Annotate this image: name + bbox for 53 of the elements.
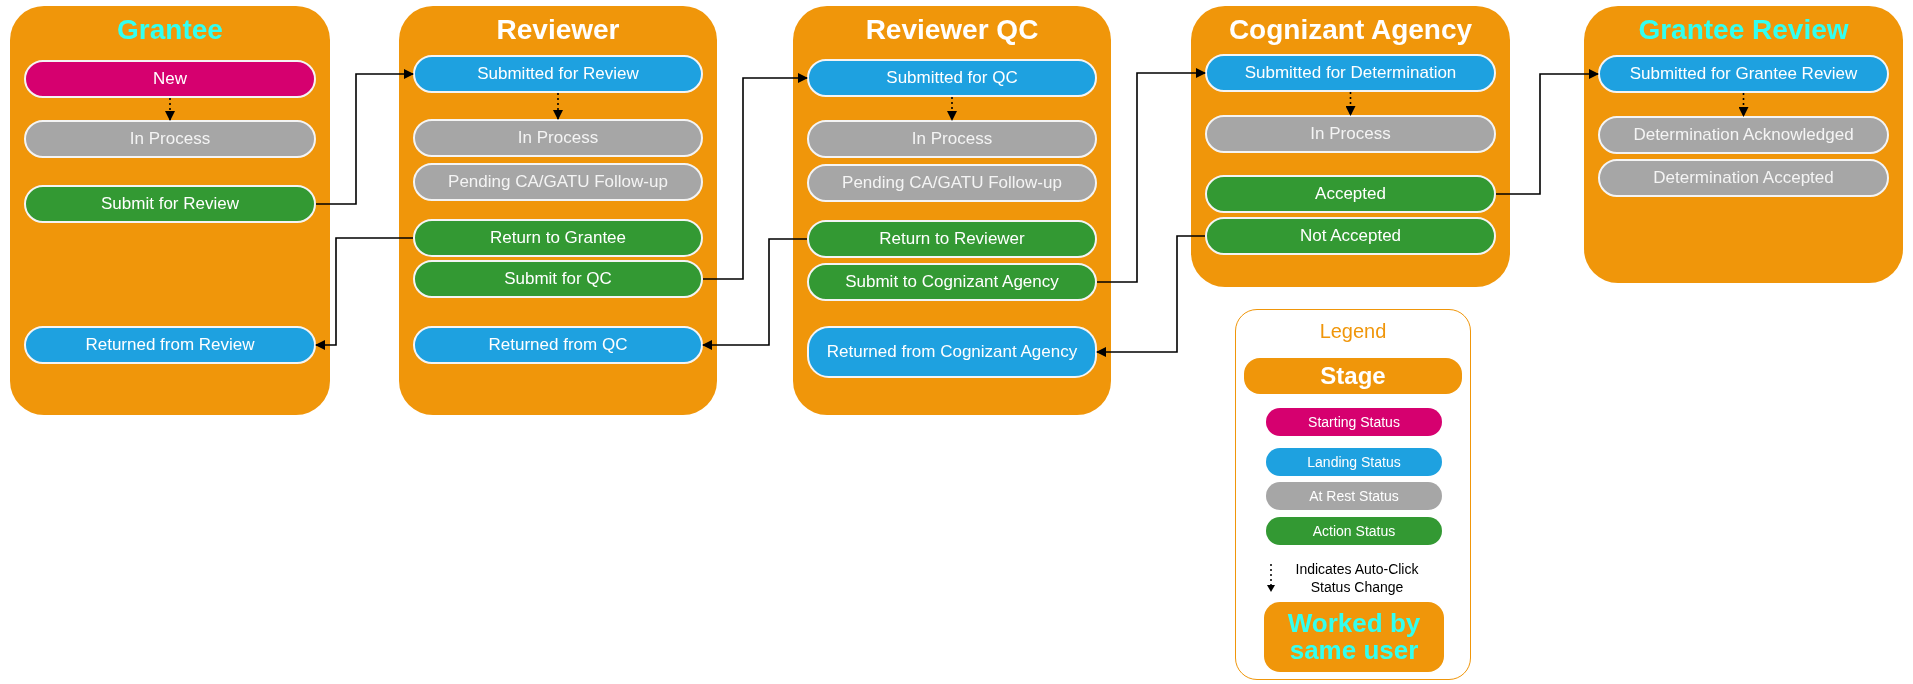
connector-arrow bbox=[1096, 235, 1206, 357]
connector-arrow bbox=[315, 237, 414, 350]
status-pill: Determination Accepted bbox=[1598, 159, 1889, 197]
stage-panel bbox=[10, 6, 330, 415]
connector-arrow bbox=[1495, 69, 1599, 195]
connector-arrow bbox=[702, 238, 808, 350]
dotted-arrow bbox=[1345, 91, 1356, 116]
status-pill: Submit to Cognizant Agency bbox=[807, 263, 1097, 301]
legend-title: Legend bbox=[1318, 320, 1388, 343]
status-pill: Returned from QC bbox=[413, 326, 703, 364]
status-pill: Submitted for Determination bbox=[1205, 54, 1496, 92]
status-pill: In Process bbox=[1205, 115, 1496, 153]
legend-text: Indicates Auto-Click Status Change bbox=[1294, 560, 1420, 597]
status-pill: Returned from Cognizant Agency bbox=[807, 326, 1097, 378]
stage-title: Grantee Review bbox=[1637, 14, 1850, 46]
legend-swatch: At Rest Status bbox=[1266, 482, 1442, 510]
stage-panel bbox=[1584, 6, 1903, 283]
connector-arrow bbox=[315, 69, 414, 205]
legend-swatch: Stage bbox=[1244, 358, 1462, 394]
status-pill: Pending CA/GATU Follow-up bbox=[807, 164, 1097, 202]
status-pill: Submitted for QC bbox=[807, 59, 1097, 97]
status-pill: In Process bbox=[24, 120, 316, 158]
status-pill: Return to Grantee bbox=[413, 219, 703, 257]
legend-swatch: Landing Status bbox=[1266, 448, 1442, 476]
status-pill: Submitted for Review bbox=[413, 55, 703, 93]
status-pill: In Process bbox=[807, 120, 1097, 158]
stage-panel bbox=[399, 6, 717, 415]
stage-panel bbox=[1191, 6, 1510, 287]
status-pill: New bbox=[24, 60, 316, 98]
status-pill: Submitted for Grantee Review bbox=[1598, 55, 1889, 93]
status-pill: Accepted bbox=[1205, 175, 1496, 213]
connector-arrow bbox=[1096, 68, 1206, 283]
stage-title: Reviewer QC bbox=[864, 14, 1040, 46]
status-pill: Not Accepted bbox=[1205, 217, 1496, 255]
status-pill: Return to Reviewer bbox=[807, 220, 1097, 258]
legend-swatch: Action Status bbox=[1266, 517, 1442, 545]
connector-arrow bbox=[702, 73, 808, 280]
status-pill: Returned from Review bbox=[24, 326, 316, 364]
legend-swatch: Worked by same user bbox=[1264, 602, 1444, 672]
dotted-arrow bbox=[947, 96, 957, 121]
status-pill: Submit for QC bbox=[413, 260, 703, 298]
stage-title: Grantee bbox=[116, 14, 224, 46]
dotted-arrow bbox=[553, 92, 563, 120]
dotted-arrow bbox=[1738, 92, 1749, 117]
status-pill: Submit for Review bbox=[24, 185, 316, 223]
stage-panel bbox=[793, 6, 1111, 415]
dotted-arrow bbox=[165, 97, 175, 121]
status-pill: In Process bbox=[413, 119, 703, 157]
status-pill: Determination Acknowledged bbox=[1598, 116, 1889, 154]
stage-title: Cognizant Agency bbox=[1227, 14, 1474, 46]
status-pill: Pending CA/GATU Follow-up bbox=[413, 163, 703, 201]
legend-swatch: Starting Status bbox=[1266, 408, 1442, 436]
stage-title: Reviewer bbox=[495, 14, 621, 46]
